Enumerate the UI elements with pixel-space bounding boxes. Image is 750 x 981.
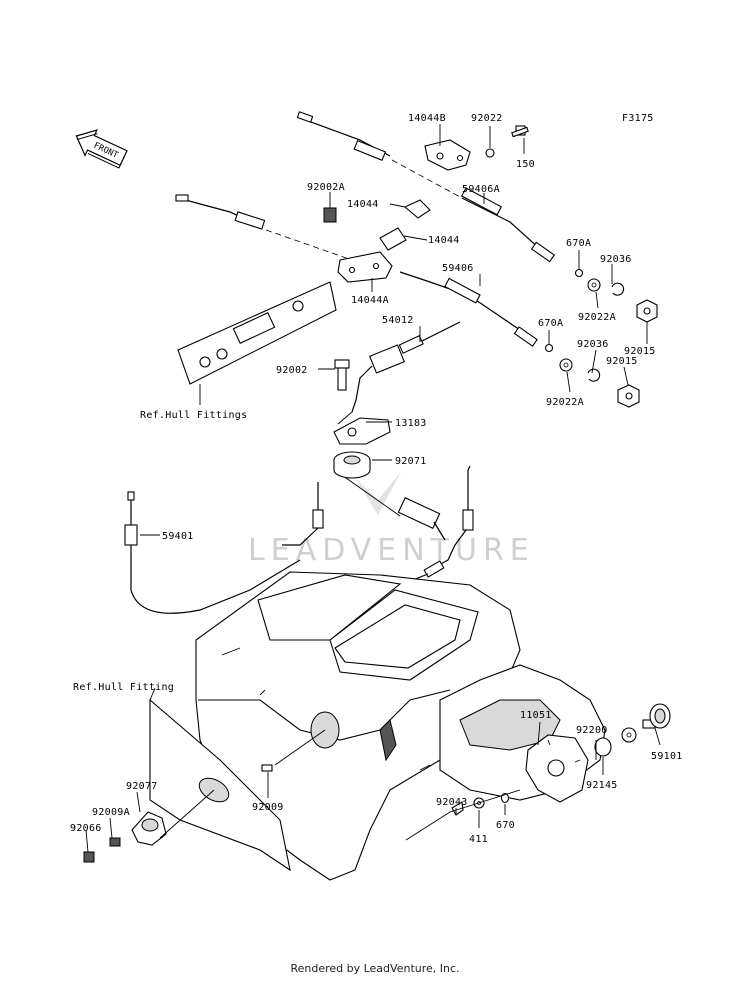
screw-92009A [109,837,121,847]
label-11051: 11051 [520,710,552,721]
label-92002: 92002 [276,365,308,376]
label-14044-lower: 14044 [428,235,460,246]
label-14044B: 14044B [408,113,446,124]
plug-92066 [83,851,95,863]
cable-59401 [124,491,301,614]
oring-670 [500,792,510,804]
cable-59406 [175,194,538,347]
watermark-text: LEADVENTURE [248,533,535,568]
label-670A-lower: 670A [538,318,563,329]
label-92009A: 92009A [92,807,130,818]
bolt-92002A [323,207,337,223]
hull-fittings-plate [177,281,337,385]
lockwasher-92036-lower [587,368,601,382]
washer-92022 [485,148,495,158]
label-670A-upper: 670A [566,238,591,249]
label-92043: 92043 [436,797,468,808]
label-92022A-lower: 92022A [546,397,584,408]
label-92036-upper: 92036 [600,254,632,265]
label-92145: 92145 [586,780,618,791]
bracket-14044A [337,251,393,283]
bracket-14044B [424,139,471,171]
label-92002A: 92002A [307,182,345,193]
label-59406: 59406 [442,263,474,274]
label-92071: 92071 [395,456,427,467]
label-92015-upper: 92015 [624,346,656,357]
front-arrow-icon: FRONT [75,129,128,169]
knob-59101 [642,703,671,729]
clamp-14044-lower [379,227,407,251]
label-92066: 92066 [70,823,102,834]
label-670: 670 [496,820,515,831]
label-59401: 59401 [162,531,194,542]
label-14044-upper: 14044 [347,199,379,210]
lockwasher-92036-upper [611,282,625,296]
label-92036-lower: 92036 [577,339,609,350]
hull-body [149,571,606,881]
ref-hull-fittings: Ref.Hull Fittings [140,410,247,421]
label-92009: 92009 [252,802,284,813]
ring-92145 [594,737,612,757]
oring-670A-upper [574,268,584,278]
cap-92077 [131,811,167,846]
label-92022A-upper: 92022A [578,312,616,323]
screw-92009 [261,764,273,772]
label-54012: 54012 [382,315,414,326]
label-92015-lower: 92015 [606,356,638,367]
leader-lines [85,124,661,853]
label-92022: 92022 [471,113,503,124]
label-13183: 13183 [395,418,427,429]
figure-code: F3175 [622,113,654,124]
label-150: 150 [516,159,535,170]
label-92077: 92077 [126,781,158,792]
plate-13183 [333,417,391,445]
footer-credit: Rendered by LeadVenture, Inc. [290,962,460,975]
bolt-150 [511,125,529,138]
clamp-14044-upper [403,199,431,219]
cable-59406A [296,111,556,263]
screw-92043 [451,801,464,816]
label-59406A: 59406A [462,184,500,195]
tube-54012 [351,321,461,413]
cover-11051 [525,734,589,803]
watermark: LEADVENTURE [248,470,535,568]
part-labels: 14044B 92022 150 59406A 92002A 14044 140… [70,113,683,845]
bolt-92002 [334,359,350,391]
grommet-92071 [333,451,371,479]
label-92200: 92200 [576,725,608,736]
label-411: 411 [469,834,488,845]
ref-hull-fitting: Ref.Hull Fitting [73,682,174,693]
oring-670A-lower [544,343,554,353]
label-59101: 59101 [651,751,683,762]
cable-lower-assembly [282,465,474,590]
label-14044A: 14044A [351,295,389,306]
